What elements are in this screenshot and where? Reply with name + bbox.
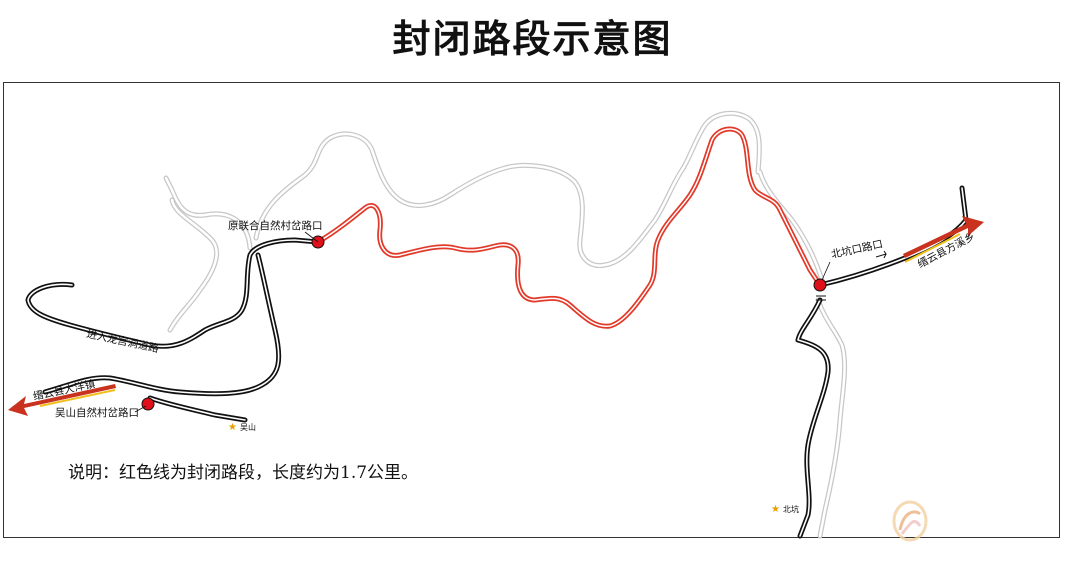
watermark-logo-icon <box>892 500 928 542</box>
village-label-wushan: 吴山 <box>240 422 256 432</box>
closed-road-segment <box>315 126 823 329</box>
map-frame <box>3 82 1060 538</box>
wushan-junction-label: 吴山自然村岔路口 <box>55 406 139 419</box>
direction-arrow-icon <box>875 250 887 259</box>
village-star-icon: ★ <box>771 504 780 515</box>
village-star-icon: ★ <box>228 422 237 433</box>
map-title: 封闭路段示意图 <box>392 17 673 61</box>
arrow-to-fangxi-icon <box>903 216 984 263</box>
bridge-icon <box>816 295 826 301</box>
minor-roads-inner <box>164 112 846 538</box>
major-roads <box>25 185 969 539</box>
arrow-to-dayang-icon <box>8 384 116 416</box>
west-junction-label: 原联合自然村岔路口 <box>228 219 323 232</box>
east-junction-label: 北坑口路口 <box>830 237 884 261</box>
longgong-road-label: 进入龙宫洞道路 <box>85 327 160 355</box>
east-junction-marker <box>813 278 827 292</box>
map-legend-note: 说明：红色线为封闭路段，长度约为1.7公里。 <box>68 463 419 483</box>
village-label-beikeng: 北坑 <box>783 504 799 514</box>
leader-lines <box>134 231 831 413</box>
wushan-junction-marker <box>141 397 155 411</box>
